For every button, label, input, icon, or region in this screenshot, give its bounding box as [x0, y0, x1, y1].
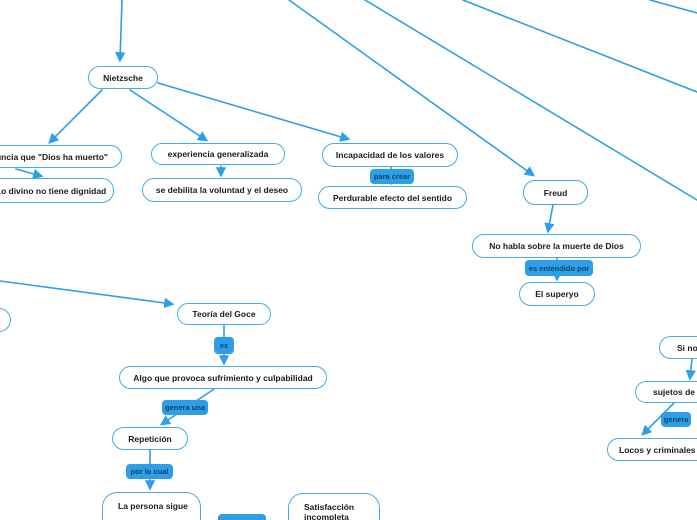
- edge-offscreen-3: [649, 0, 697, 14]
- node-repeticion[interactable]: Repetición: [112, 427, 188, 450]
- node-locos-y-criminales[interactable]: Locos y criminales: [607, 438, 697, 461]
- edge-offscreen-1: [364, 0, 697, 201]
- edge-label-para-crear[interactable]: para crear: [370, 169, 414, 184]
- edge-nietzsche-anuncia: [48, 89, 103, 144]
- node-incapacidad-valores[interactable]: Incapacidad de los valores: [322, 143, 458, 167]
- node-algo-que-provoca[interactable]: Algo que provoca sufrimiento y culpabili…: [119, 366, 327, 389]
- edge-offscreen-to-freud: [288, 0, 536, 177]
- node-perdurable-efecto[interactable]: Perdurable efecto del sentido: [318, 186, 467, 209]
- node-la-persona-sigue[interactable]: La persona sigue: [102, 492, 201, 520]
- node-el-superyo[interactable]: El superyo: [519, 282, 595, 306]
- node-sujetos-de[interactable]: sujetos de e: [635, 381, 697, 403]
- edge-offscreen-2: [462, 0, 697, 93]
- edge-label-es-entendido-por[interactable]: es entendido por: [525, 260, 593, 276]
- edge-label-clipped-bottom[interactable]: [218, 514, 266, 520]
- node-anuncia-dios-ha-muerto[interactable]: anuncia que "Dios ha muerto": [0, 145, 122, 168]
- node-teoria-del-goce[interactable]: Teoría del Goce: [177, 303, 271, 325]
- node-satisfaccion[interactable]: Satisfacción incompleta: [288, 493, 380, 520]
- edge-top-to-nietzsche: [115, 0, 126, 63]
- edge-label-por-lo-cual[interactable]: por lo cual: [126, 464, 173, 479]
- node-freud[interactable]: Freud: [523, 180, 588, 205]
- edge-label-genera-una[interactable]: genera una: [162, 400, 208, 415]
- node-si-no[interactable]: Si no: [659, 336, 697, 359]
- node-lo-divino[interactable]: Lo divino no tiene dignidad: [0, 178, 114, 203]
- edge-sujetos-locos: [641, 402, 675, 436]
- edge-nietzsche-experiencia: [129, 89, 209, 142]
- edge-freud-nohabla: [544, 204, 555, 234]
- node-no-habla-muerte-dios[interactable]: No habla sobre la muerte de Dios: [472, 234, 641, 258]
- edge-nietzsche-incapacidad: [157, 82, 351, 142]
- node-nietzsche[interactable]: Nietzsche: [88, 66, 158, 89]
- edge-sino-sujetos: [685, 358, 696, 381]
- edge-label-es[interactable]: es: [214, 337, 234, 354]
- edge-label-genera[interactable]: genera: [661, 412, 691, 427]
- node-se-debilita[interactable]: se debilita la voluntad y el deseo: [142, 178, 302, 202]
- edge-anuncia-lodivino: [15, 168, 44, 179]
- edge-offscreen-to-teoria: [0, 280, 175, 309]
- node-experiencia-generalizada[interactable]: experiencia generalizada: [151, 143, 285, 165]
